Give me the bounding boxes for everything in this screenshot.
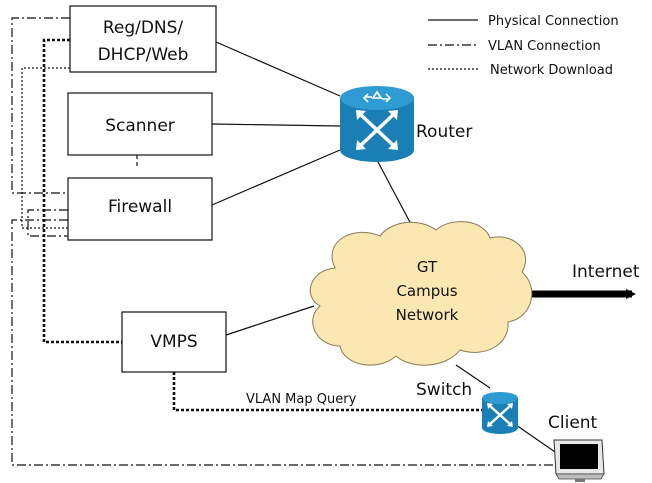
link-vmps-campus [225, 305, 315, 336]
download-reg-firewall [21, 67, 70, 229]
vlan-firewall-loop [27, 209, 68, 237]
vmps-box: VMPS [121, 311, 227, 373]
link-switch-client [515, 424, 559, 455]
legend-physical-label: Physical Connection [488, 14, 619, 29]
campus-label-line2: Campus [396, 282, 457, 300]
download-reg-vmps [42, 38, 122, 344]
link-firewall-router [211, 149, 341, 206]
campus-label-line1: GT [417, 258, 438, 276]
reg-label-line2: DHCP/Web [98, 45, 189, 65]
legend: Physical Connection VLAN Connection Netw… [428, 14, 619, 78]
vlan-connections [11, 17, 556, 466]
link-router-campus [377, 161, 413, 227]
router-icon [340, 86, 414, 162]
legend-vlan-label: VLAN Connection [488, 39, 601, 54]
router-label: Router [416, 122, 472, 142]
switch-label: Switch [416, 380, 472, 400]
campus-label-line3: Network [396, 306, 459, 324]
physical-connections [136, 41, 559, 455]
switch-icon [482, 392, 518, 434]
link-reg-router [215, 41, 341, 97]
vmps-label: VMPS [150, 332, 197, 352]
reg-dns-dhcp-web-box: Reg/DNS/ DHCP/Web [69, 5, 217, 73]
vlan-firewall-client [11, 219, 556, 466]
vlan-map-query-label: VLAN Map Query [246, 392, 357, 407]
link-campus-switch [455, 364, 491, 389]
campus-cloud: GT Campus Network [309, 221, 533, 366]
vlan-reg-firewall [11, 17, 70, 194]
reg-label-line1: Reg/DNS/ [103, 18, 184, 38]
internet-label: Internet [572, 262, 640, 282]
download-connections [21, 38, 484, 412]
link-scanner-router [211, 123, 341, 127]
firewall-label: Firewall [108, 197, 172, 217]
client-label: Client [548, 413, 598, 433]
firewall-box: Firewall [67, 177, 213, 241]
legend-download-label: Network Download [490, 63, 613, 78]
scanner-label: Scanner [105, 116, 175, 136]
scanner-box: Scanner [67, 92, 213, 156]
client-computer-icon [553, 439, 605, 482]
download-vmps-switch [172, 372, 484, 412]
